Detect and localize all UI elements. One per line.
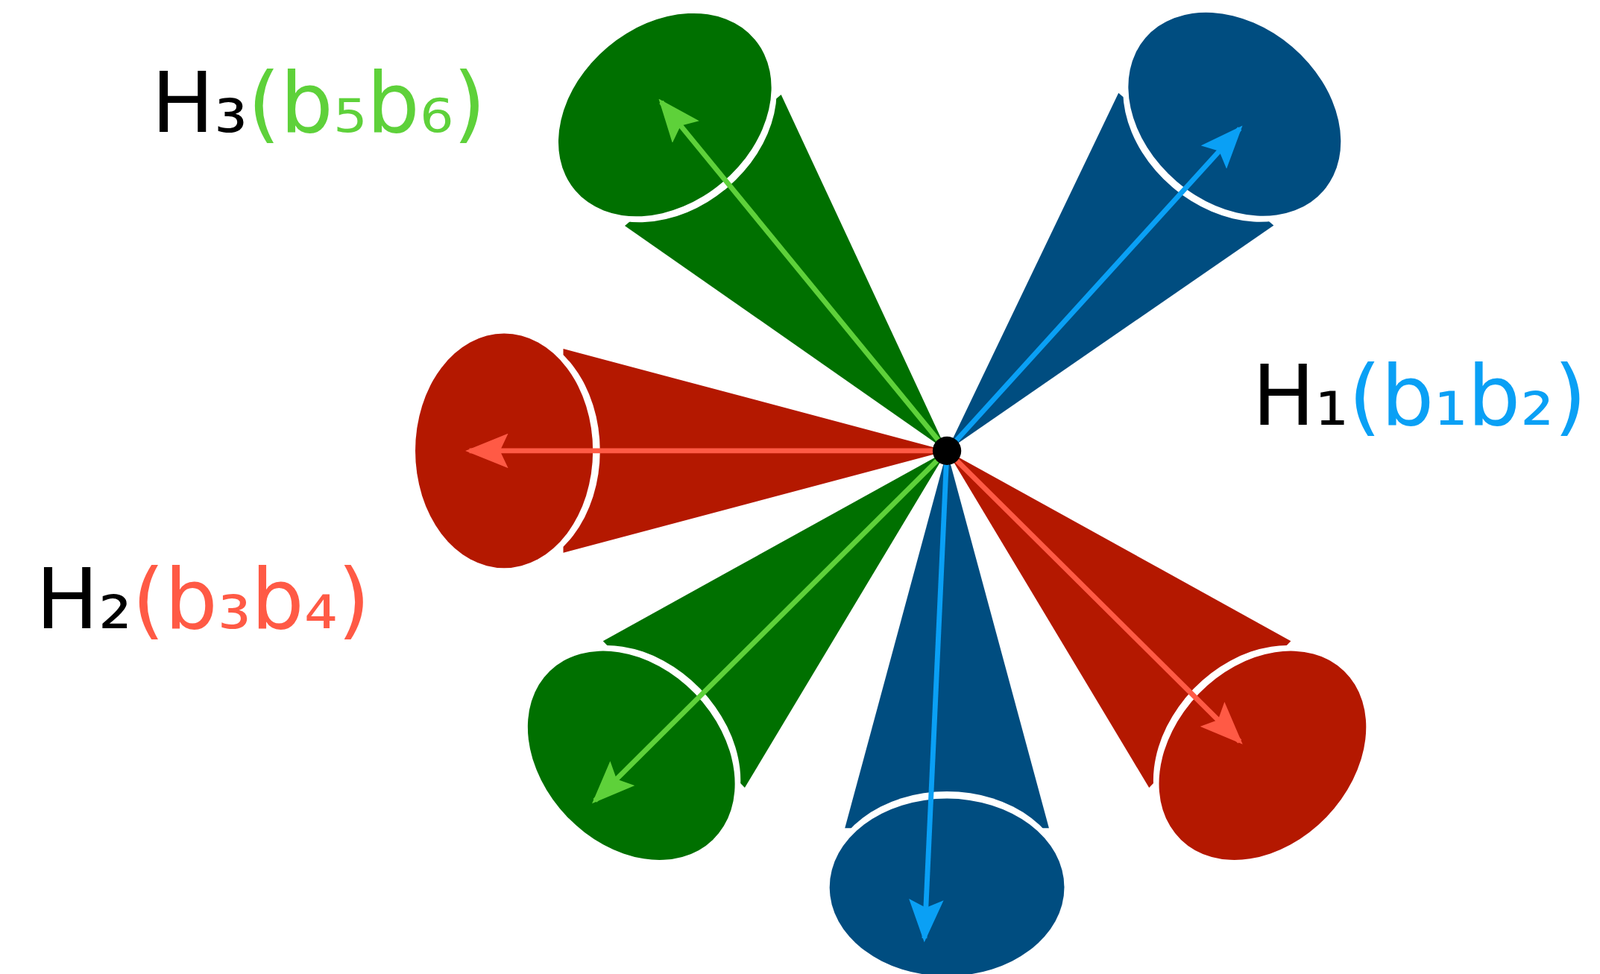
decay-products: (b₅b₆) <box>247 55 486 152</box>
decay-products: (b₃b₄) <box>131 551 370 648</box>
particle-name: H₁ <box>1252 348 1349 445</box>
particle-label-group: H₃(b₅b₆) <box>151 55 487 152</box>
momentum-arrow <box>469 448 947 454</box>
particle-name: H₂ <box>35 551 132 648</box>
jet-cone <box>864 365 1410 904</box>
particle-name: H₃ <box>151 55 248 152</box>
momentum-arrow <box>661 102 947 452</box>
momentum-arrow <box>594 451 947 801</box>
momentum-arrow <box>946 128 1240 451</box>
momentum-arrow <box>946 451 1240 742</box>
particle-label-group: H₂(b₃b₄) <box>35 551 371 648</box>
jet-cone <box>855 0 1384 529</box>
decay-products: (b₁b₂) <box>1348 348 1587 445</box>
interaction-vertex <box>932 436 962 466</box>
particle-label-group: H₁(b₁b₂) <box>1252 348 1588 445</box>
momentum-arrow <box>924 451 947 939</box>
